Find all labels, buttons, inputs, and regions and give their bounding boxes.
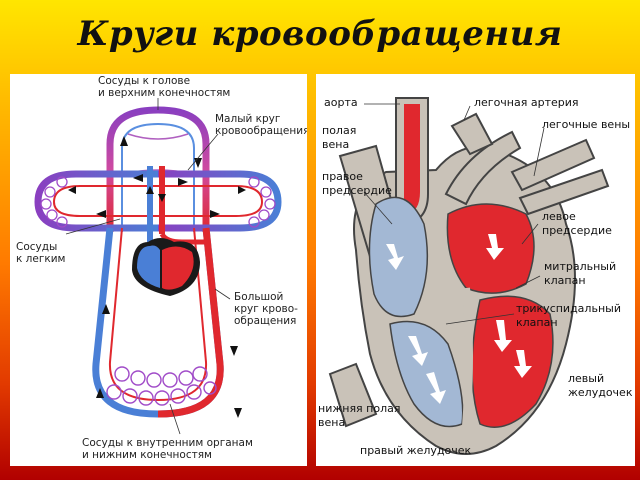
label-head-vessels-2: и верхним конечностям	[98, 87, 230, 99]
label-small-circle-2: кровообращения	[215, 125, 307, 137]
label-organ-vessels: Сосуды к внутренним органам	[82, 437, 253, 449]
label-small-circle: Малый круг	[215, 113, 280, 125]
label-vena-cava-2: вена	[322, 138, 349, 151]
label-tricuspid-valve: трикуспидальный	[516, 302, 621, 315]
leader-lines	[65, 98, 231, 435]
label-large-circle: Большой	[234, 291, 283, 303]
label-aorta: аорта	[324, 96, 358, 109]
label-left-atrium-2: предсердие	[542, 224, 612, 237]
label-tricuspid-valve-2: клапан	[516, 316, 558, 329]
lung-capillary-loop-right	[158, 170, 282, 232]
septum	[462, 287, 473, 427]
label-mitral-valve-2: клапан	[544, 274, 586, 287]
right-atrium	[368, 196, 429, 318]
label-inferior-vena-cava: нижняя полая	[318, 402, 400, 415]
inferior-vena-cava	[328, 362, 378, 428]
pulmonary-veins	[510, 138, 610, 216]
label-pulmonary-veins: легочные вены	[542, 118, 630, 131]
label-pulmonary-artery: легочная артерия	[474, 96, 579, 109]
label-large-circle-3: обращения	[234, 315, 296, 327]
label-inferior-vena-cava-2: вена	[318, 416, 345, 429]
circulation-diagram: Сосуды к голове и верхним конечностям Ма…	[10, 74, 309, 466]
label-right-atrium: правое	[322, 170, 363, 183]
flow-arrows-heart	[386, 234, 532, 404]
lung-capillary-loop-left	[34, 170, 158, 232]
label-lung-vessels: Сосуды	[16, 241, 57, 253]
heart-leader-lines	[363, 103, 545, 325]
label-lung-vessels-2: к легким	[16, 253, 65, 265]
label-right-atrium-2: предсердие	[322, 184, 392, 197]
circulation-svg: Сосуды к голове и верхним конечностям Ма…	[16, 75, 309, 461]
label-mitral-valve: митральный	[544, 260, 616, 273]
label-head-vessels: Сосуды к голове	[98, 75, 190, 87]
heart-anatomy-diagram: аорта легочная артерия полая вена легочн…	[316, 74, 635, 466]
label-vena-cava: полая	[322, 124, 356, 137]
label-left-ventricle: левый	[568, 372, 604, 385]
pulmonary-artery	[444, 130, 522, 206]
page-title: Круги кровообращения	[77, 14, 563, 54]
body-capillary-net	[106, 366, 217, 406]
label-left-atrium: левое	[542, 210, 576, 223]
flow-arrows	[68, 136, 246, 418]
label-large-circle-2: круг крово-	[234, 303, 298, 315]
label-left-ventricle-2: желудочек	[568, 386, 633, 399]
label-organ-vessels-2: и нижним конечностям	[82, 449, 212, 461]
pulmonary-artery-branch	[450, 112, 494, 156]
heart-anatomy-svg: аорта легочная артерия полая вена легочн…	[318, 96, 633, 457]
label-right-ventricle: правый желудочек	[360, 444, 472, 457]
heart-icon	[132, 238, 200, 296]
